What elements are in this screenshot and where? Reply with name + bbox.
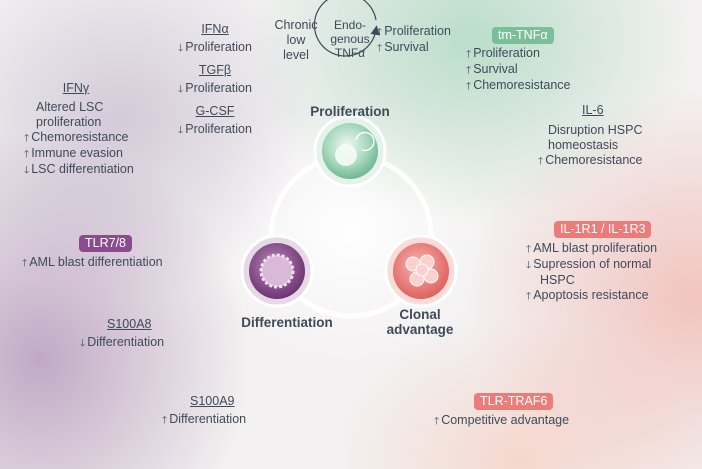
s100a8-title: S100A8 [107,317,152,331]
clonal-line-1: Clonal [399,307,441,322]
effect-text: Proliferation [384,24,451,38]
effect-text: Apoptosis resistance [533,288,649,302]
arrow-up-icon: 🡑 [22,258,28,269]
s100a9-title: S100A9 [190,394,235,408]
effect-text: Chemoresistance [545,153,643,167]
effect-text: Proliferation [185,81,252,95]
effect-text: Proliferation [473,46,540,60]
effect-text: Survival [384,40,429,54]
arrow-up-icon: 🡑 [162,415,168,426]
ifng-text-line: Altered LSC [36,100,104,114]
clonal-node [384,234,458,308]
node-label-proliferation: Proliferation [310,104,390,119]
tlr78-title: TLR7/8 [79,235,132,252]
ifng-block: IFNγ Altered LSC proliferation 🡑Chemores… [24,81,164,178]
tmtnf-block: tm-TNFα 🡑Proliferation 🡑Survival 🡑Chemor… [466,27,616,94]
effect-text: Chemoresistance [31,130,129,144]
il6-title: IL-6 [582,103,604,117]
differentiation-node [240,234,314,308]
effect-text: LSC differentiation [31,162,134,176]
endo-line-3: TNFα [334,46,366,60]
tgfb-block: TGFβ 🡓Proliferation [160,63,270,97]
arrow-down-icon: 🡓 [178,43,184,54]
s100a8-block: S100A8 🡓Differentiation [80,317,190,351]
proliferation-node [313,114,387,188]
arrow-up-icon: 🡑 [538,156,544,167]
arrow-up-icon: 🡑 [24,149,30,160]
cell-division-icon [355,131,375,152]
cell-cluster-icon [405,254,439,287]
arrow-down-icon: 🡓 [80,338,86,349]
spiky-cell-icon [259,253,295,289]
effect-text: Competitive advantage [441,413,570,427]
effect-text: Survival [473,62,518,76]
effect-text: AML blast proliferation [533,241,658,255]
arrow-down-icon: 🡓 [178,84,184,95]
s100a9-block: S100A9 🡑Differentiation [162,394,272,428]
chronic-line-1: Chronic [274,18,318,32]
endo-line-2: genous [330,32,370,46]
endo-line-1: Endo- [333,18,367,32]
gcsf-title: G-CSF [195,104,235,118]
loop-arrow-icon [313,0,380,57]
endogenous-tnfa-label: Endo- genous TNFα [322,18,378,60]
arrow-up-icon: 🡑 [24,133,30,144]
il6-block: IL-6 Disruption HSPC homeostasis 🡑Chemor… [538,103,688,169]
gcsf-block: G-CSF 🡓Proliferation [160,104,270,138]
arrow-down-icon: 🡓 [526,260,532,271]
ifng-text-line: proliferation [36,115,102,129]
effect-text: AML blast differentiation [29,255,163,269]
arrow-up-icon: 🡑 [526,244,532,255]
tlr78-block: TLR7/8 🡑AML blast differentiation [22,235,192,271]
arrow-up-icon: 🡑 [466,49,472,60]
ifng-title: IFNγ [62,81,90,95]
chronic-line-3: level [283,48,309,62]
chronic-effects: 🡑Proliferation 🡑Survival [377,24,451,56]
arrow-up-icon: 🡑 [434,416,440,427]
chronic-line-2: low [286,33,306,47]
effect-text: Proliferation [185,40,252,54]
il6-text-line: homeostasis [548,138,619,152]
arrow-up-icon: 🡑 [377,43,383,54]
effect-text: HSPC [540,273,575,287]
il1-block: IL-1R1 / IL-1R3 🡑AML blast proliferation… [526,221,696,304]
tlrtraf6-title: TLR-TRAF6 [474,393,554,410]
effect-text: Differentiation [87,335,165,349]
arrow-down-icon: 🡓 [24,165,30,176]
il1-title: IL-1R1 / IL-1R3 [554,221,652,238]
tlrtraf6-block: TLR-TRAF6 🡑Competitive advantage [434,393,594,429]
ifna-title: IFNα [201,22,229,36]
ifna-block: IFNα 🡓Proliferation [160,22,270,56]
chronic-label: Chronic low level [271,18,321,63]
arrow-up-icon: 🡑 [526,291,532,302]
il6-text-line: Disruption HSPC [548,123,643,137]
effect-text: Immune evasion [31,146,123,160]
clonal-line-2: advantage [386,322,454,337]
effect-text: Chemoresistance [473,78,571,92]
node-label-clonal-advantage: Clonal advantage [380,307,460,337]
arrow-up-icon: 🡑 [466,81,472,92]
effect-text: Supression of normal [533,257,652,271]
node-label-differentiation: Differentiation [241,315,333,330]
tgfb-title: TGFβ [198,63,232,77]
effect-text: Proliferation [185,122,252,136]
tmtnf-title: tm-TNFα [492,27,554,44]
arrow-down-icon: 🡓 [178,125,184,136]
arrow-up-icon: 🡑 [466,65,472,76]
effect-text: Differentiation [169,412,247,426]
arrow-up-icon: 🡑 [377,27,383,38]
